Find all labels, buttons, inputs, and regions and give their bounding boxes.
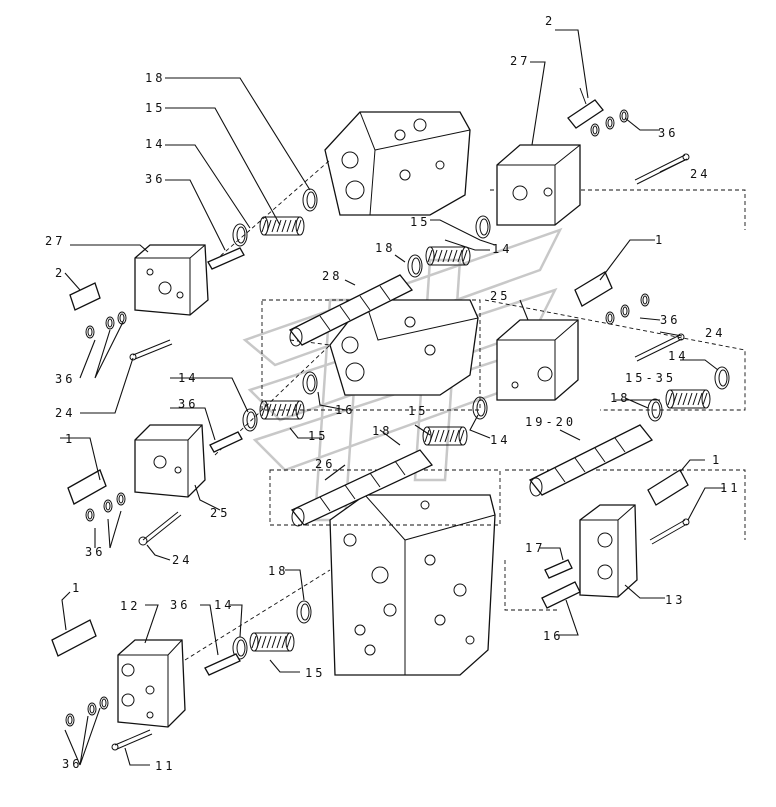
cover-25-left [134,424,206,498]
callout-36-top: 36 [658,126,678,140]
callout-labels: 2 27 36 24 18 15 14 36 27 2 36 24 15 14 … [45,14,740,773]
callout-24-left-a: 24 [55,406,75,420]
callout-36-e: 36 [85,545,105,559]
callout-14-a: 14 [145,137,165,151]
cover-27-left [134,244,209,316]
cover-25-mid [496,319,579,401]
callout-11-b: 11 [155,759,175,773]
callout-2-top: 2 [545,14,555,28]
callout-18-e: 18 [268,564,288,578]
callout-18-a: 18 [145,71,165,85]
callout-18-d: 18 [372,424,392,438]
cover-12 [117,639,186,728]
callout-24-top: 24 [690,167,710,181]
callout-15-35: 15-35 [625,371,676,385]
callout-15-a: 15 [145,101,165,115]
callout-24-d: 24 [172,553,192,567]
callout-14-f: 14 [214,598,234,612]
callout-27-left: 27 [45,234,65,248]
callout-2-left: 2 [55,266,65,280]
callout-12: 12 [120,599,140,613]
leader-lines [60,29,725,766]
callout-36-d: 36 [178,397,198,411]
cover-27-top [496,144,581,226]
callout-36-c: 36 [660,313,680,327]
callout-19-20: 19-20 [525,415,576,429]
callout-24-c: 24 [705,326,725,340]
callout-11-a: 11 [720,481,740,495]
callout-14-c: 14 [668,349,688,363]
callout-18-c: 18 [610,391,630,405]
cover-13 [579,504,638,598]
callout-36-g: 36 [62,757,82,771]
callout-15-e: 15 [305,666,325,680]
spool-28 [288,274,414,347]
callout-14-e: 14 [490,433,510,447]
callout-17: 17 [525,541,545,555]
valve-body-bottom [329,494,496,676]
callout-36-f: 36 [170,598,190,612]
callout-26: 26 [315,457,335,471]
callout-28: 28 [322,269,342,283]
plungers [204,247,245,676]
callout-1-c: 1 [712,453,722,467]
callout-1-d: 1 [72,581,82,595]
valve-body-top [324,111,471,216]
callout-27-top: 27 [510,54,530,68]
callout-25-mid: 25 [490,289,510,303]
callout-15-d: 15 [408,404,428,418]
spool-19-20 [528,424,654,497]
callout-25-left: 25 [210,506,230,520]
callout-36-left-a: 36 [55,372,75,386]
callout-1-b: 1 [65,432,75,446]
callout-14-b: 14 [492,242,512,256]
cartridges [51,87,689,657]
plugs [541,559,581,609]
callout-36-a: 36 [145,172,165,186]
callout-14-d: 14 [178,371,198,385]
callout-15-c: 15 [308,429,328,443]
callout-16-a: 16 [335,403,355,417]
callout-18-b: 18 [375,241,395,255]
callout-15-b: 15 [410,215,430,229]
callout-1-a: 1 [655,233,665,247]
callout-16-b: 16 [543,629,563,643]
callout-13: 13 [665,593,685,607]
spool-26 [290,449,434,527]
